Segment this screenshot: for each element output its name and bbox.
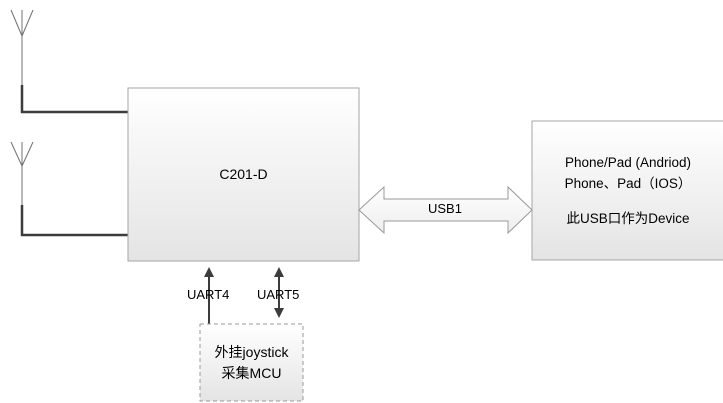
mcu-line-2: 采集MCU [221, 365, 282, 381]
antenna-feed-line [20, 205, 128, 237]
main-block-label: C201-D [128, 160, 359, 188]
mcu-line-1: 外挂joystick [214, 344, 289, 360]
antenna-feed-line [20, 85, 128, 114]
mcu-block [199, 323, 304, 402]
antenna-icon [10, 9, 34, 85]
usb1-label: USB1 [428, 201, 462, 216]
antenna-icon [10, 141, 34, 205]
device-line-1: Phone/Pad (Andriod) [564, 155, 692, 170]
mcu-block-label: 外挂joystick 采集MCU [200, 340, 303, 386]
device-block [531, 120, 723, 261]
uart4-label: UART4 [187, 287, 230, 302]
main-block [127, 87, 360, 262]
uart5-label: UART5 [257, 287, 300, 302]
main-block-title: C201-D [219, 166, 268, 182]
usb-double-arrow [358, 185, 533, 235]
device-line-2: Phone、Pad（IOS） [564, 176, 692, 191]
device-line-3: 此USB口作为Device [566, 211, 690, 226]
device-block-label: Phone/Pad (Andriod) Phone、Pad（IOS） 此USB口… [532, 152, 723, 240]
